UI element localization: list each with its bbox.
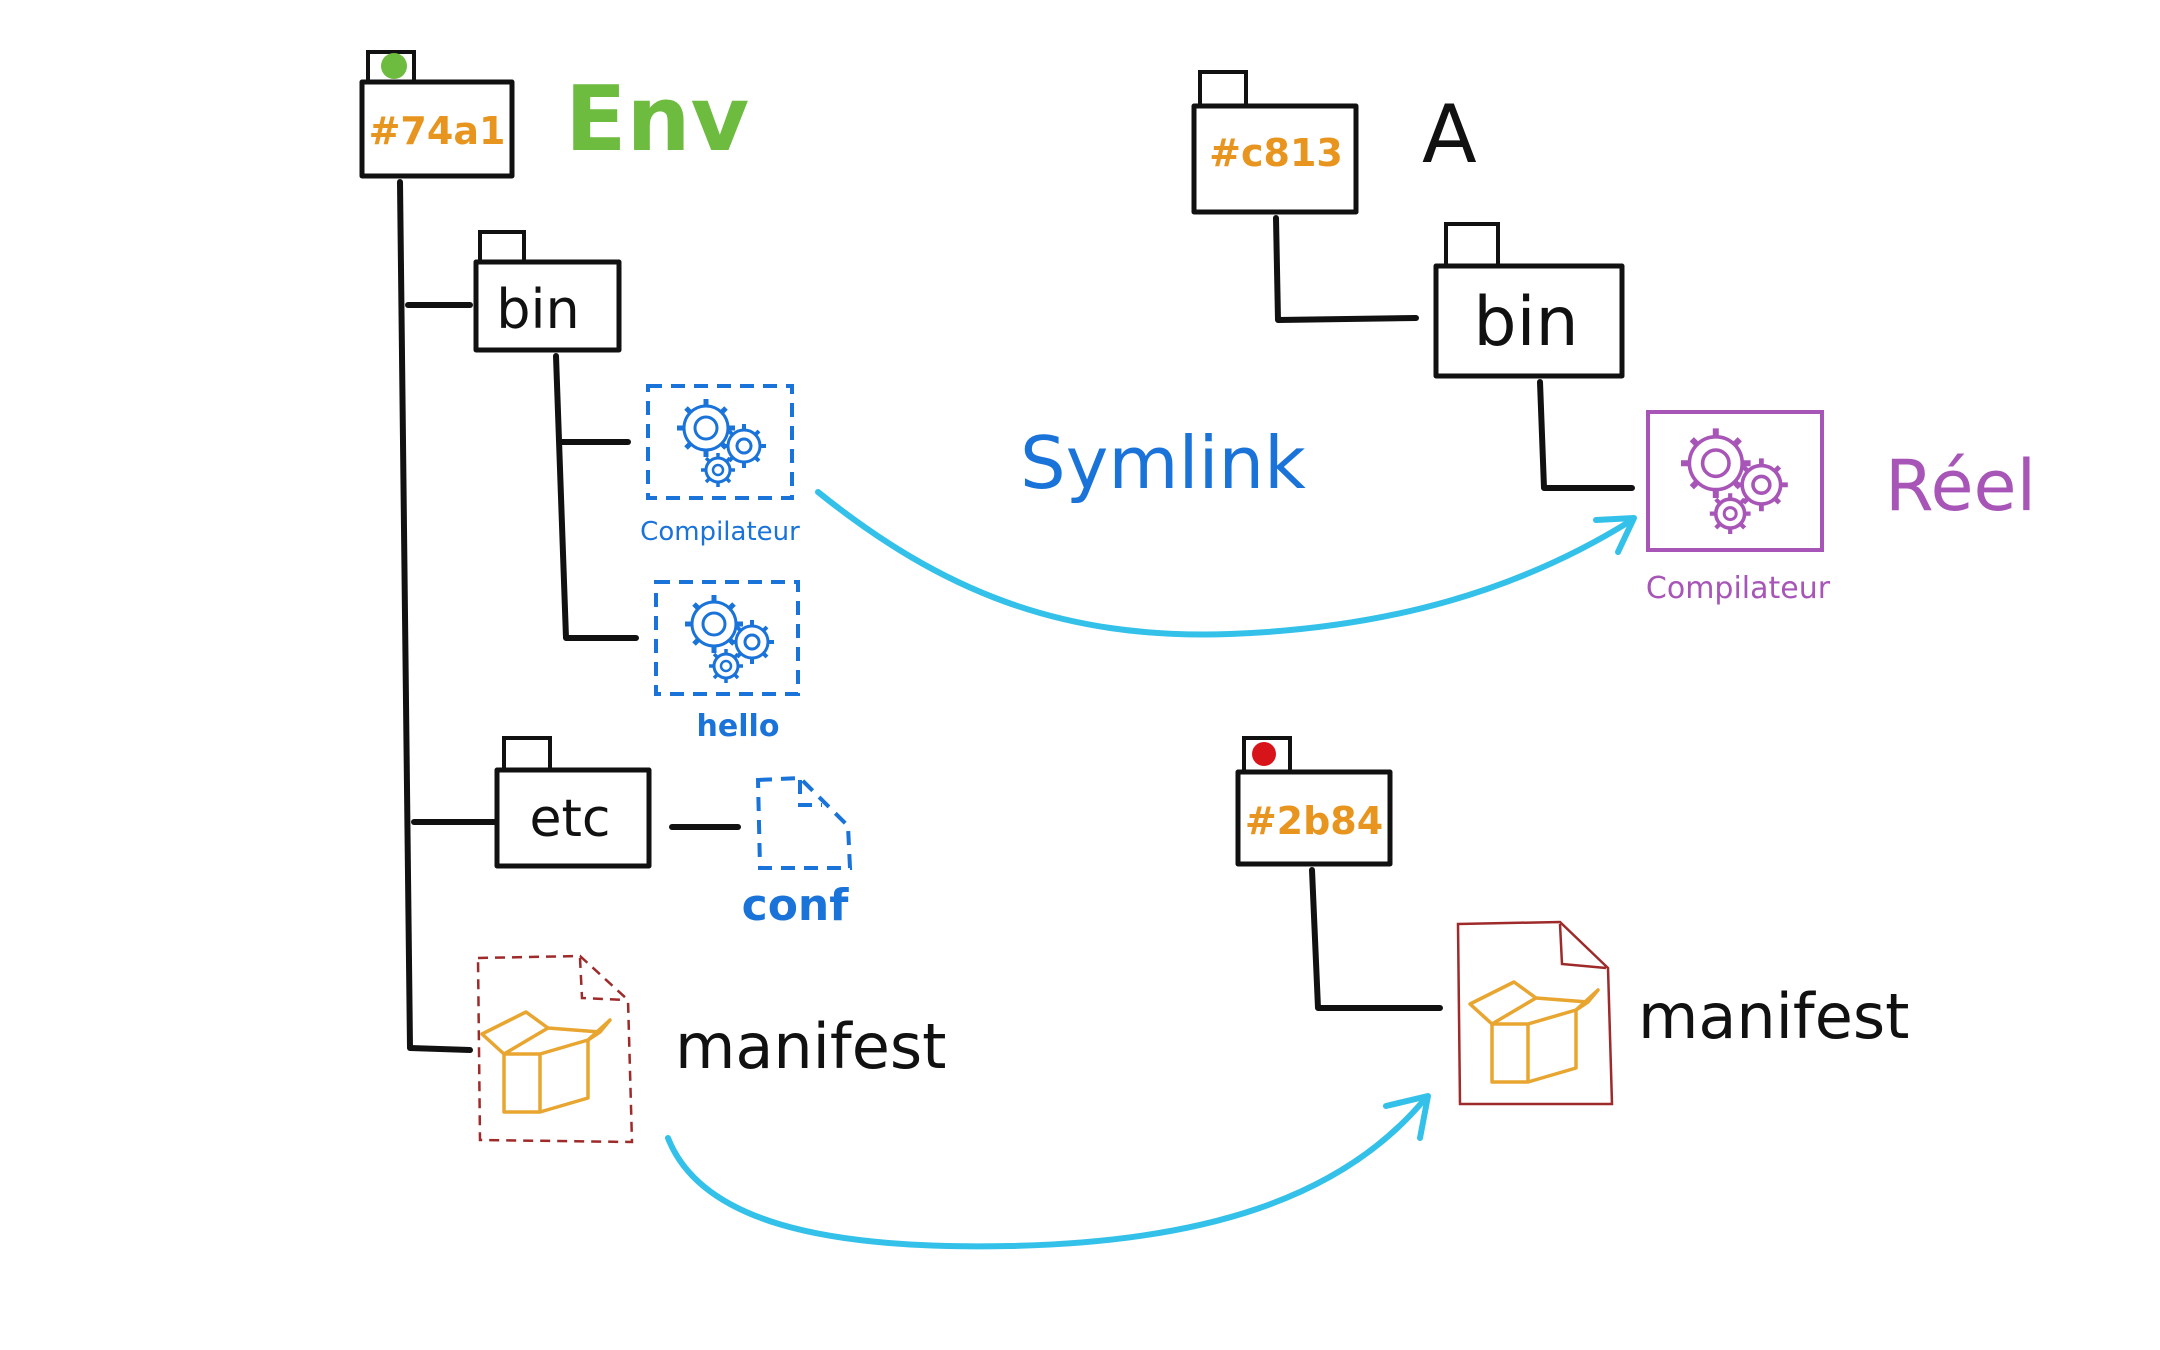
a-compilateur-label: Compilateur xyxy=(1646,571,1831,606)
a-root-folder[interactable]: #c813 xyxy=(1191,70,1359,215)
a-bin-folder[interactable]: bin xyxy=(1433,222,1625,379)
env-conf-label: conf xyxy=(742,880,850,931)
b-root-folder[interactable]: #2b84 xyxy=(1235,736,1393,867)
document-icon xyxy=(755,775,853,870)
a-compilateur-file[interactable]: Compilateur xyxy=(1646,410,1831,606)
document-icon xyxy=(476,954,634,1144)
symlink-manifest xyxy=(665,1093,1431,1250)
env-bin-label: bin xyxy=(496,278,580,341)
env-manifest-file[interactable] xyxy=(476,954,634,1144)
env-hash: #74a1 xyxy=(369,109,506,153)
status-dot-icon xyxy=(381,53,407,79)
symlink-compilateur xyxy=(815,489,1637,638)
box-icon xyxy=(480,1010,612,1114)
b-hash: #2b84 xyxy=(1245,799,1383,843)
env-etc-folder[interactable]: etc xyxy=(494,736,652,869)
b-tree: #2b84 manifest xyxy=(1235,736,1910,1106)
env-etc-label: etc xyxy=(530,789,611,849)
env-manifest-label: manifest xyxy=(675,1010,947,1083)
env-tree: #74a1 Env bin Compilateur hello etc xyxy=(359,50,947,1144)
env-hello-label: hello xyxy=(697,709,780,744)
a-title: A xyxy=(1422,88,1477,181)
a-tree: #c813 A bin Compilateur Réel xyxy=(1191,70,2036,606)
env-compilateur-label: Compilateur xyxy=(640,517,800,547)
a-bin-label: bin xyxy=(1473,283,1578,362)
env-root-folder[interactable]: #74a1 xyxy=(359,50,515,179)
env-title: Env xyxy=(565,67,749,172)
real-label: Réel xyxy=(1885,445,2036,527)
a-hash: #c813 xyxy=(1209,131,1343,175)
env-compilateur-file[interactable]: Compilateur xyxy=(640,384,800,547)
env-bin-folder[interactable]: bin xyxy=(473,230,622,353)
document-icon xyxy=(1456,920,1614,1106)
env-conf-file[interactable]: conf xyxy=(742,775,853,931)
symlink-label: Symlink xyxy=(1020,421,1306,505)
gears-icon xyxy=(685,595,774,683)
status-dot-icon xyxy=(1252,742,1276,766)
b-manifest-file[interactable] xyxy=(1456,920,1614,1106)
b-manifest-label: manifest xyxy=(1638,980,1910,1053)
env-hello-file[interactable]: hello xyxy=(654,580,800,744)
gears-icon xyxy=(677,399,766,487)
